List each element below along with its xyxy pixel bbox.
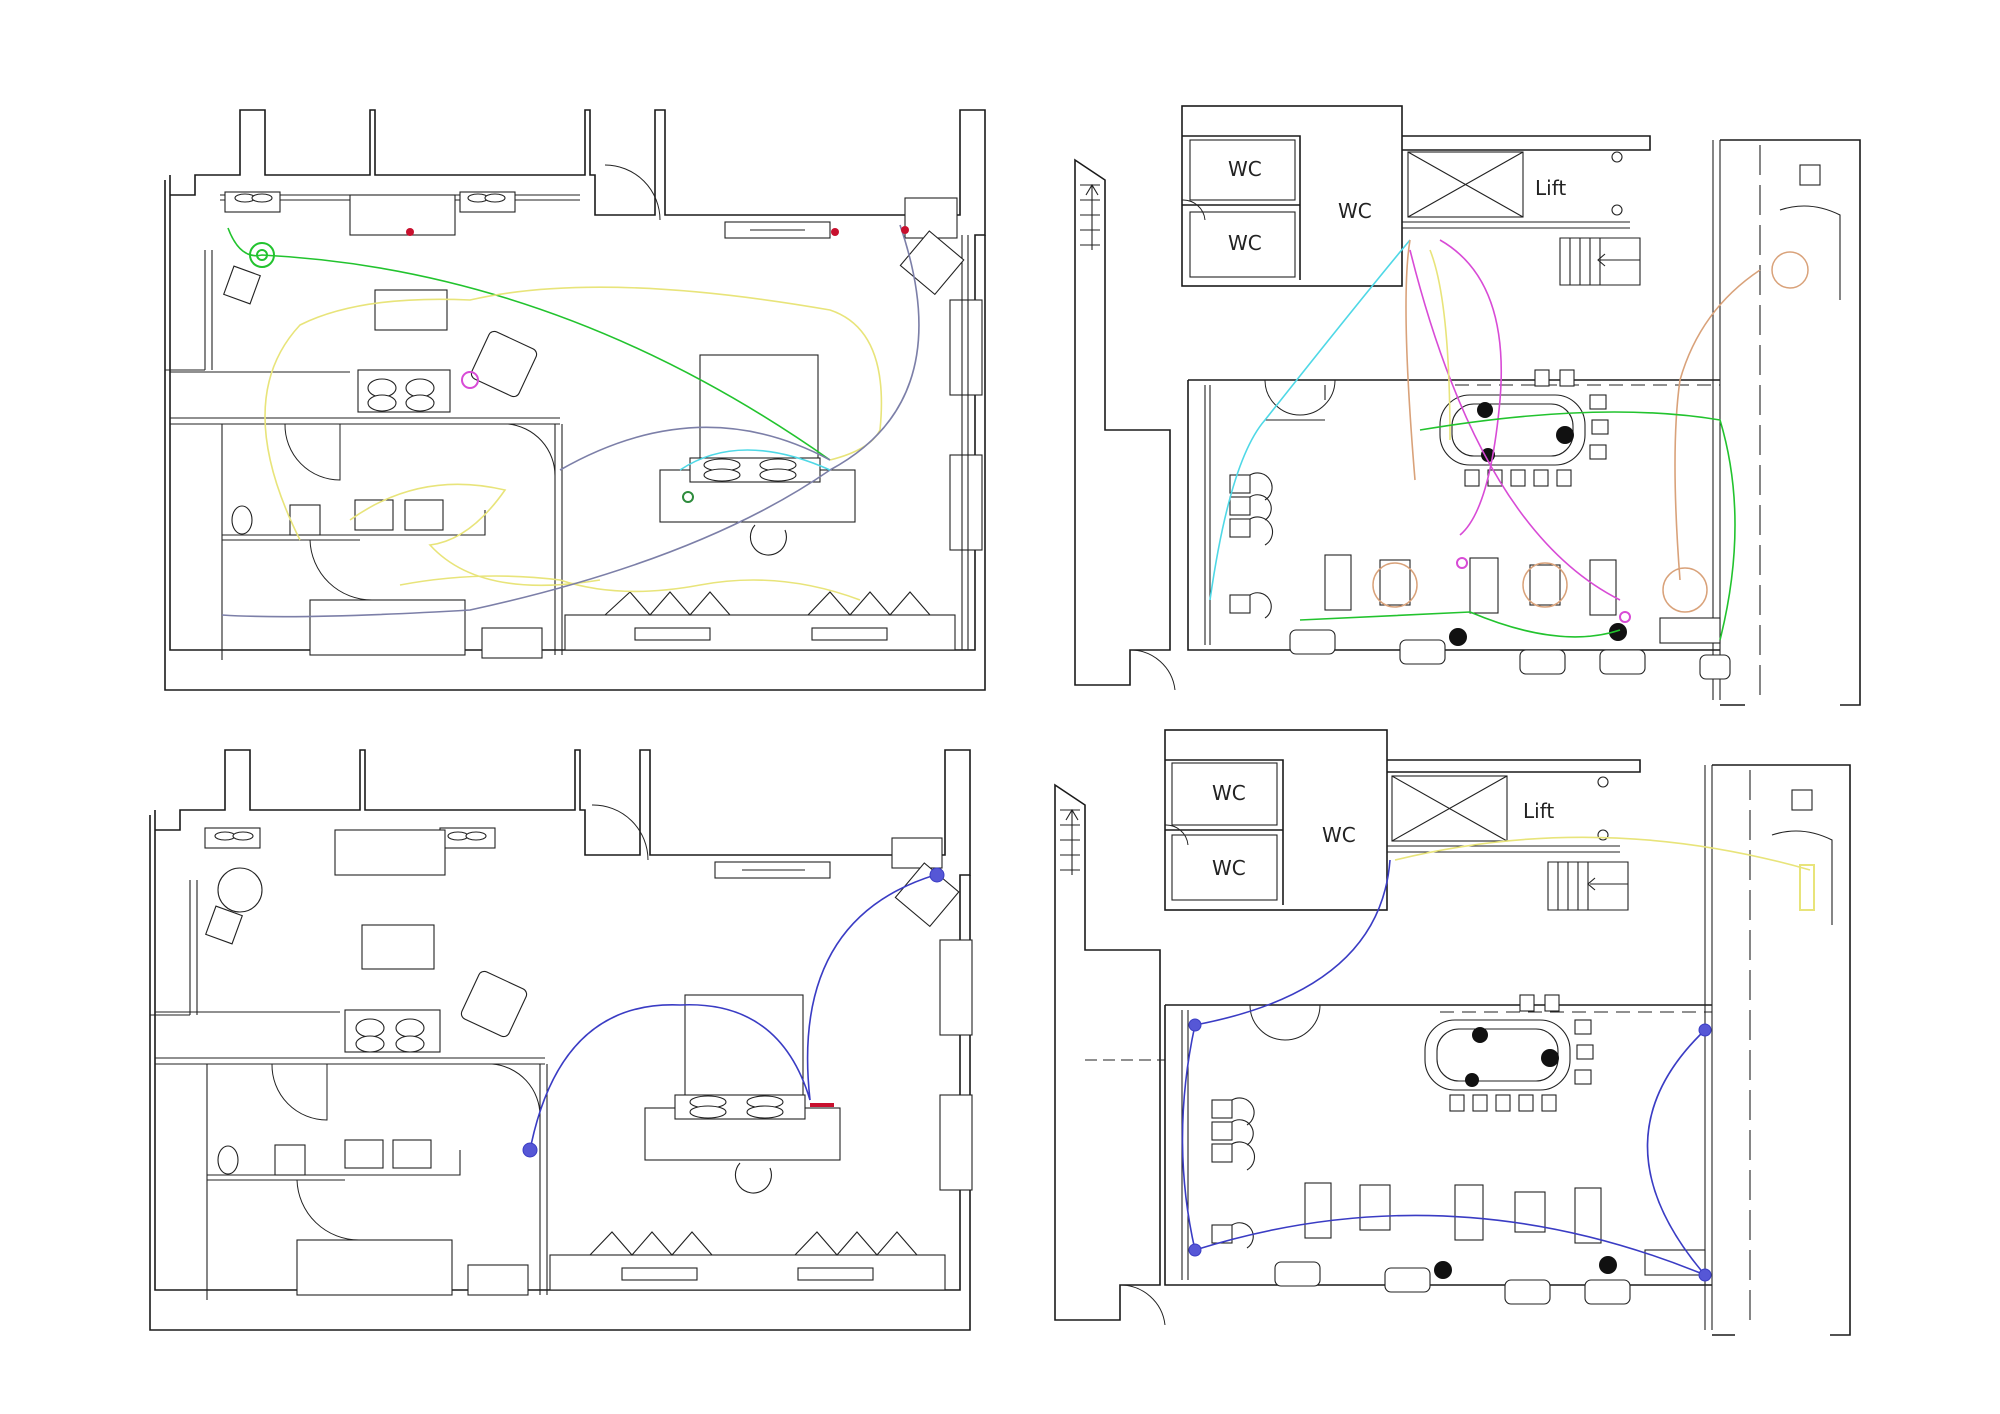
wc-label-6: WC: [1322, 823, 1356, 847]
plan-top-left: [164, 109, 986, 691]
wc-label-5: WC: [1212, 856, 1246, 880]
wc-label-3: WC: [1338, 199, 1372, 223]
lift-label-2: Lift: [1523, 799, 1554, 823]
plan-top-right: WC WC WC Lift: [1074, 105, 1861, 706]
lift-label-1: Lift: [1535, 176, 1566, 200]
table-chairs: [1464, 369, 1609, 487]
plan-bottom-left: [149, 749, 973, 1331]
wc-label-1: WC: [1228, 157, 1262, 181]
wc-label-2: WC: [1228, 231, 1262, 255]
wc-label-4: WC: [1212, 781, 1246, 805]
plan-bottom-right: WC WC WC Lift: [1054, 729, 1851, 1336]
plant-icon: [1477, 402, 1493, 418]
